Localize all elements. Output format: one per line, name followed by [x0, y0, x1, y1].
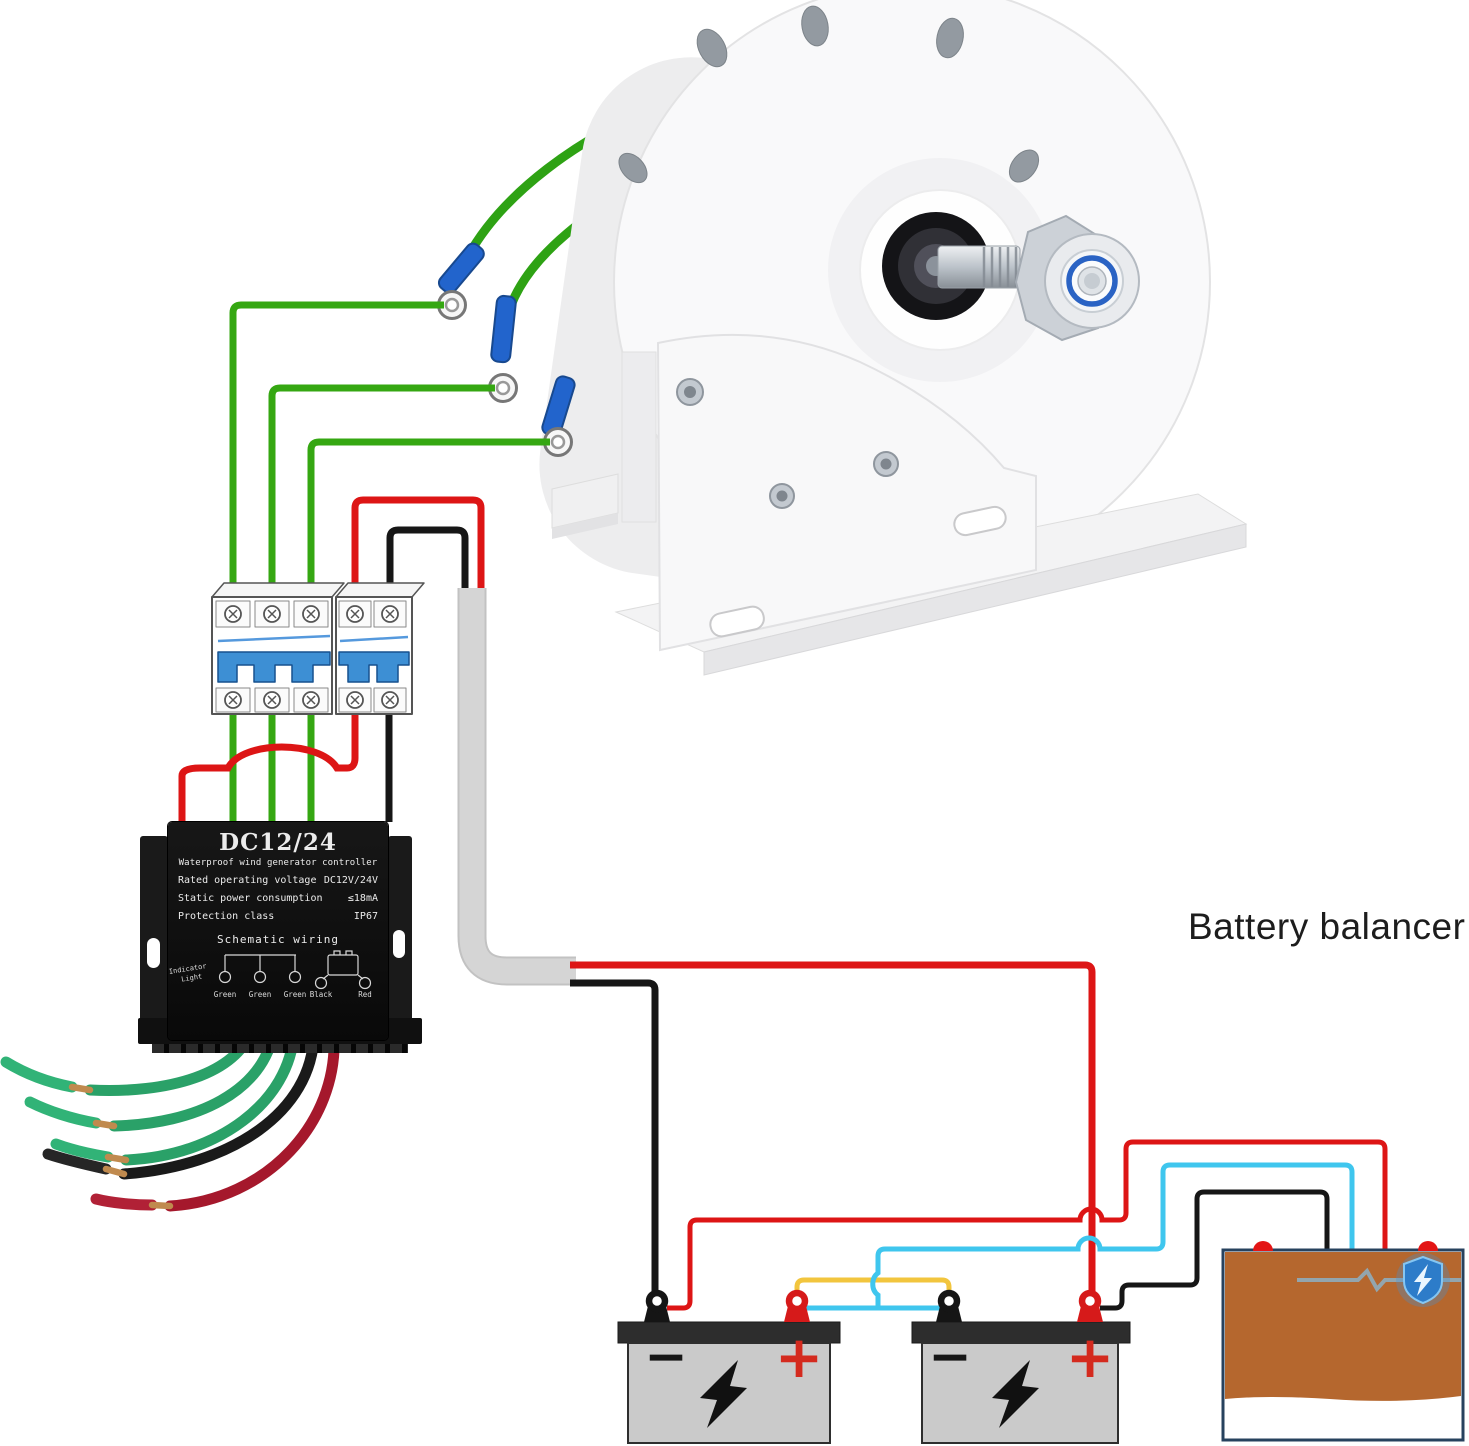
crimp-connectors: [437, 242, 576, 437]
bracket-slot-left: [709, 605, 765, 638]
battery1-plus-terminal: [785, 1289, 809, 1313]
spec-value: IP67: [353, 911, 378, 922]
controller-mini-schematic: Indicator Light Green Green Green Black …: [168, 950, 372, 999]
battery-balancer-caption: Battery balancer: [1188, 906, 1466, 947]
terminal-label-black: Black: [310, 990, 333, 999]
black-balancer-wire: [1100, 1189, 1330, 1311]
terminal-label-green2: Green: [249, 990, 272, 999]
shaft-nut: [1014, 214, 1140, 342]
terminal-label-green1: Green: [214, 990, 237, 999]
black-wire-top: [386, 526, 469, 594]
breaker-handle-blue: [338, 651, 410, 683]
red-wire-arc: [178, 708, 359, 822]
battery-sense-wires: [667, 1139, 1388, 1311]
phase-wires-to-breaker: [229, 301, 550, 600]
green-wire-1: [229, 301, 444, 600]
battery2-plus-sign: +: [1066, 1323, 1115, 1391]
spec-row: Rated operating voltage DC12V/24V: [178, 875, 378, 886]
motor-screw-holes: [618, 5, 1040, 184]
battery-2: − +: [911, 1289, 1131, 1444]
black-wire-to-battery1: [570, 979, 659, 1298]
controller-output-wires: [0, 1022, 340, 1212]
terminal-label-red: Red: [358, 990, 372, 999]
battery2-plus-terminal: [1078, 1289, 1102, 1313]
bracket-upright: [656, 333, 1037, 652]
breaker-handle-blue: [217, 651, 331, 683]
balancer-trace-line: [1297, 1267, 1461, 1293]
gray-cable: [459, 588, 576, 984]
controller-subtitle: Waterproof wind generator controller: [178, 858, 378, 868]
battery-1: − +: [617, 1289, 841, 1444]
balancer-body: [1225, 1252, 1461, 1401]
controller-specs: Rated operating voltage DC12V/24V Static…: [178, 875, 378, 922]
balancer-terminal-bump: [1253, 1241, 1273, 1251]
spec-label: Static power consumption: [178, 893, 323, 904]
battery1-plus-sign: +: [775, 1323, 824, 1391]
spec-row: Protection class IP67: [178, 911, 378, 922]
red-wire-top: [351, 496, 485, 594]
motor-shaft: [937, 245, 1021, 289]
controller-mount-hole-right: [393, 930, 405, 958]
red-balancer-wire: [667, 1139, 1388, 1311]
spec-label: Rated operating voltage: [178, 875, 317, 886]
red-wire-to-battery2: [570, 961, 1096, 1300]
battery1-minus-sign: −: [644, 1327, 688, 1387]
controller-mount-hole-left: [147, 938, 160, 968]
controller-left-flange: [140, 836, 168, 1036]
bracket-screws: [676, 378, 899, 509]
bracket-slot-right: [953, 505, 1007, 537]
controller-schematic-title: Schematic wiring: [217, 933, 339, 946]
ring-terminal-3: [543, 427, 573, 457]
controller-terminal-strip: [152, 1044, 408, 1053]
terminal-label-green3: Green: [284, 990, 307, 999]
cyan-balancer-wire: [870, 1162, 1355, 1308]
indicator-light-label: Light: [181, 972, 203, 983]
gray-cable-outline: [457, 588, 576, 986]
bracket-base-front: [703, 523, 1247, 676]
circuit-breakers: [211, 582, 425, 715]
dc-wires-breaker-to-cable: [351, 496, 485, 594]
battery1-minus-terminal: [645, 1289, 669, 1313]
spec-value: ≤18mA: [347, 893, 378, 904]
battery2-minus-sign: −: [928, 1327, 972, 1387]
green-wire-2: [268, 384, 495, 600]
controller-model: DC12/24: [219, 829, 337, 856]
spec-label: Protection class: [178, 911, 275, 922]
spec-row: Static power consumption ≤18mA: [178, 893, 378, 904]
spec-value: DC12V/24V: [323, 875, 378, 886]
battery-balancer-box: [1221, 1241, 1465, 1442]
controller-box: DC12/24 Waterproof wind generator contro…: [168, 822, 388, 1040]
breaker-screws: [224, 605, 399, 709]
green-wire-3: [307, 438, 550, 600]
battery2-minus-terminal: [937, 1289, 961, 1313]
lightning-bolt-icon: [700, 1360, 747, 1428]
ring-terminals: [437, 290, 573, 457]
lightning-bolt-icon: [992, 1360, 1039, 1428]
balancer-terminal-bump: [1418, 1241, 1438, 1251]
mounting-bracket: [551, 333, 1248, 676]
breaker-to-controller-wires: [178, 708, 393, 822]
